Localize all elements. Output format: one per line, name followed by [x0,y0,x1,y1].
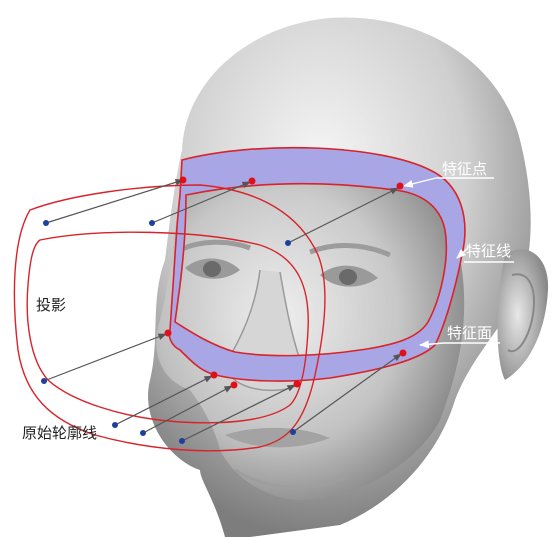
projected-point [285,240,291,246]
projected-point [149,220,155,226]
feature-point [165,330,172,337]
projected-point [179,438,185,444]
feature-point [211,372,218,379]
projected-point [140,430,146,436]
head-model [148,17,548,537]
feature-point [249,178,256,185]
arrow [46,180,183,223]
feature-point [180,177,187,184]
projected-point [43,220,49,226]
feature-point [400,350,407,357]
projected-point [290,429,296,435]
arrow [44,334,166,381]
feature-surface-label: 特征面 [447,324,492,342]
projection-label: 投影 [36,296,66,314]
left-iris [203,261,221,277]
right-iris [339,269,357,285]
feature-point [397,183,404,190]
feature-point [294,381,301,388]
ear [498,249,549,380]
feature-point-label: 特征点 [442,160,487,178]
projected-point [112,422,118,428]
feature-line-label: 特征线 [466,242,511,260]
feature-point [231,382,238,389]
original-contour-label: 原始轮廓线 [22,424,97,442]
projected-point [41,378,47,384]
